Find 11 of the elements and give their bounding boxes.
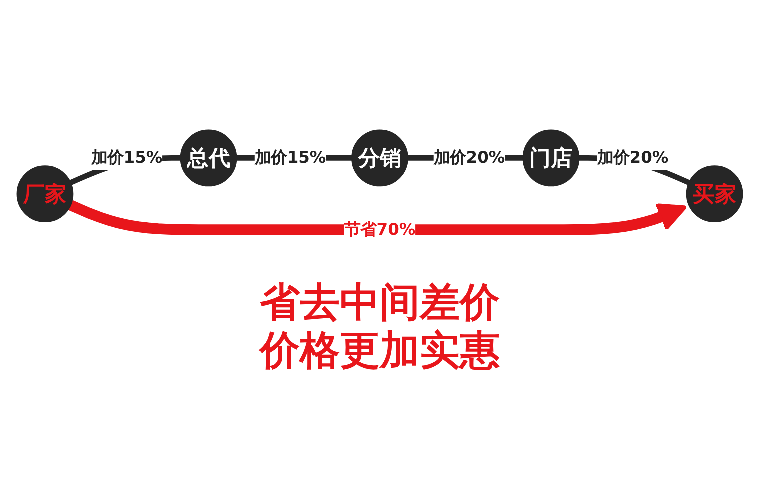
edge-label: 加价15%	[254, 148, 326, 168]
edge-label: 加价15%	[91, 148, 163, 168]
slogan-text: 省去中间差价价格更加实惠	[258, 279, 501, 376]
node-circle: 门店	[522, 130, 580, 186]
node-circle: 买家	[686, 165, 744, 222]
edge-label: 节省70%	[344, 220, 416, 240]
node-circle: 厂家	[16, 165, 74, 222]
node-circle: 分销	[352, 130, 408, 186]
edge-label: 加价20%	[434, 148, 506, 168]
edge-label: 加价20%	[597, 148, 669, 168]
arrow	[68, 200, 688, 236]
